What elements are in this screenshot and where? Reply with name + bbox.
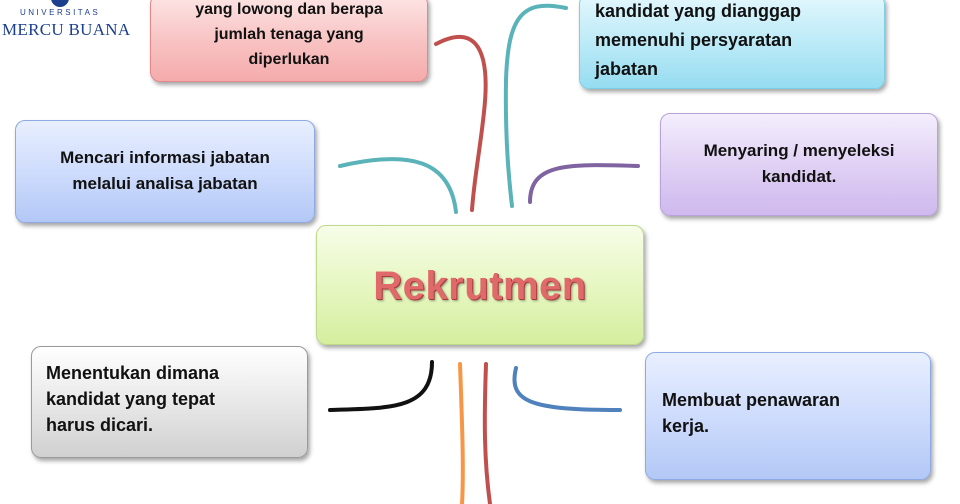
node-job-vacancy-count: yang lowong dan berapa jumlah tenaga yan… [150,0,428,82]
connector-blue-bottom-right [512,366,622,412]
node-text-line: Membuat penawaran [662,390,841,410]
connector-purple-right [528,163,640,204]
logo-universitas-text: UNIVERSITAS [20,8,101,17]
logo-emblem-icon [51,0,69,7]
university-logo: UNIVERSITAS MERCU BUANA [0,0,135,48]
connector-orange-bottom [458,362,465,504]
node-text-line: Menyaring / menyeleksi [703,141,895,160]
node-qualified-candidates: kandidat yang dianggap memenuhi persyara… [579,0,885,89]
node-text-line: Mencari informasi jabatan [60,148,270,167]
connector-teal-top [503,3,568,208]
node-text-line: jumlah tenaga yang [214,26,364,43]
node-job-offer: Membuat penawaran kerja. [645,352,931,480]
connector-red-top [434,34,488,212]
node-text-line: kandidat yang dianggap [595,1,802,21]
node-text-line: diperlukan [248,51,330,68]
node-screen-candidates: Menyaring / menyeleksi kandidat. [660,113,938,216]
center-title: Rekrutmen [373,264,587,308]
logo-university-name: MERCU BUANA [2,20,131,39]
node-text-line: kandidat yang tepat [46,389,216,409]
node-center-rekrutmen: Rekrutmen [316,225,644,345]
node-text-line: jabatan [595,59,659,79]
node-text-line: yang lowong dan berapa [195,1,383,18]
connector-red-bottom [482,362,492,504]
node-text-line: kandidat. [761,167,837,186]
connector-teal-left [338,157,458,214]
node-job-information: Mencari informasi jabatan melalui analis… [15,120,315,223]
node-text-line: harus dicari. [46,415,154,435]
node-text-line: kerja. [662,416,710,436]
node-text-line: memenuhi persyaratan [595,30,793,50]
node-text-line: melalui analisa jabatan [72,174,258,193]
node-text-line: Menentukan dimana [46,363,220,383]
connector-black-bottom-left [328,360,434,412]
node-candidate-location: Menentukan dimana kandidat yang tepat ha… [31,346,308,458]
